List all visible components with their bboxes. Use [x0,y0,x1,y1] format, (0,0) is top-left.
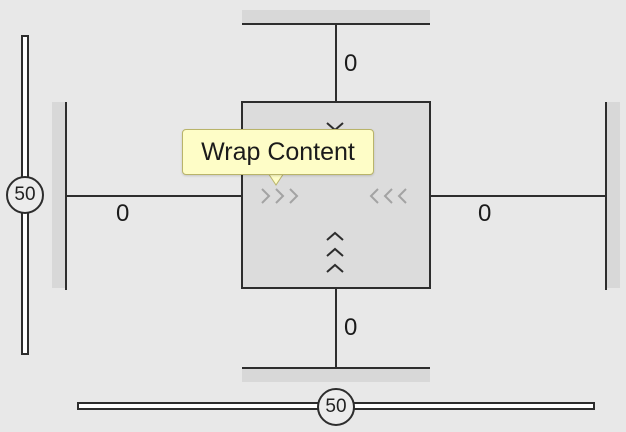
top-anchor-shade [242,10,430,25]
vertical-bias-knob[interactable]: 50 [6,176,44,214]
chevron-right-icon[interactable] [261,188,299,204]
bottom-margin-value[interactable]: 0 [344,314,358,341]
left-margin-value[interactable]: 0 [116,200,130,227]
tooltip-tail [268,173,284,186]
horizontal-bias-knob[interactable]: 50 [317,388,355,426]
tooltip-text: Wrap Content [201,137,355,166]
chevron-left-icon[interactable] [369,188,407,204]
right-margin-value[interactable]: 0 [478,200,492,227]
left-anchor-shade [52,102,66,288]
chevron-up-icon[interactable] [326,231,344,273]
wrap-content-tooltip: Wrap Content [182,129,374,175]
top-margin-value[interactable]: 0 [344,50,358,77]
bottom-anchor-shade [242,368,430,382]
right-anchor-shade [606,102,620,288]
